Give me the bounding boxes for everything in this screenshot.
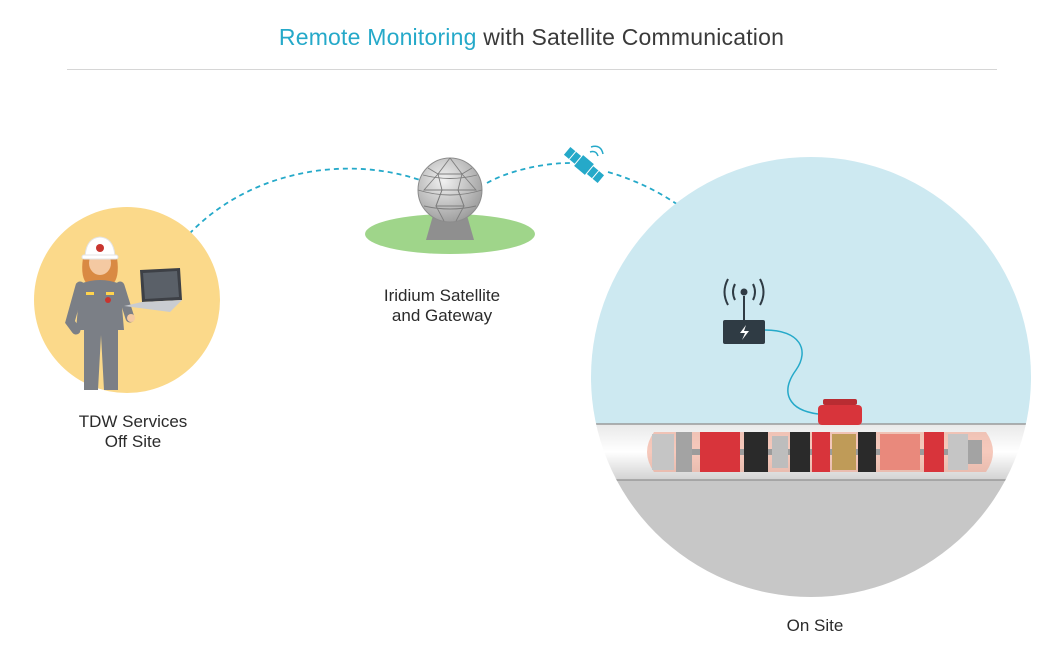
on-site-group — [591, 157, 1031, 597]
gateway-label: Iridium Satellite and Gateway — [362, 286, 522, 326]
title-divider — [67, 69, 997, 70]
gateway-label-line1: Iridium Satellite — [383, 286, 501, 305]
link-laptop-to-gateway — [166, 167, 421, 263]
link-gateway-to-satellite — [486, 162, 571, 184]
gateway-group — [365, 157, 535, 254]
title-rest: with Satellite Communication — [476, 24, 785, 50]
off-site-label-line1: TDW Services — [78, 412, 188, 431]
page-title: Remote Monitoring with Satellite Communi… — [0, 24, 1063, 51]
satellite-signal-waves — [589, 145, 604, 157]
on-site-label: On Site — [786, 616, 844, 635]
antenna-transmitter-icon — [723, 278, 765, 344]
title-accent: Remote Monitoring — [278, 24, 477, 50]
off-site-label: TDW Services Off Site — [53, 412, 213, 452]
off-site-group — [34, 207, 220, 393]
worker-icon — [65, 236, 135, 390]
cable — [764, 329, 819, 415]
pipeline-pig-icon — [647, 432, 993, 472]
gateway-label-line2: and Gateway — [391, 306, 493, 325]
battery-icon — [818, 399, 862, 425]
satellite-dome-icon — [417, 157, 483, 240]
off-site-label-line2: Off Site — [104, 432, 162, 451]
laptop-icon — [124, 268, 182, 312]
satellite-icon — [563, 147, 605, 183]
